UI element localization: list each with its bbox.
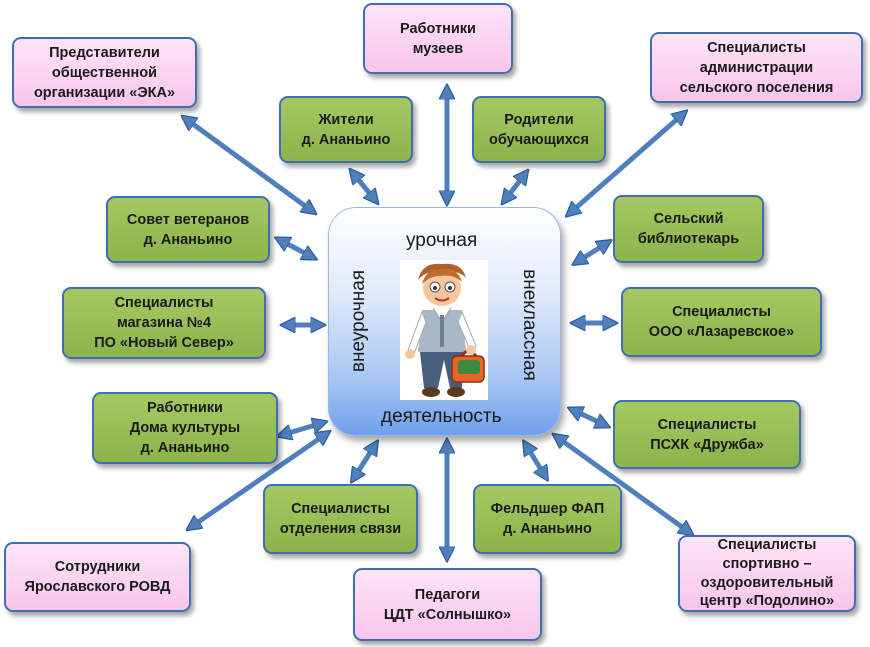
box-pshk-specialists: Специалисты ПСХК «Дружба» [613, 400, 801, 469]
center-right-label: внеклассная [519, 269, 540, 381]
box-residents: Жители д. Ананьино [279, 96, 413, 163]
box-veterans-council: Совет ветеранов д. Ананьино [106, 196, 270, 263]
arrow-fap [526, 445, 545, 476]
box-post-office-specialists: Специалисты отделения связи [263, 484, 418, 554]
box-sport-center-specialists: Специалисты спортивно – оздоровительный … [678, 535, 856, 612]
box-paramedic: Фельдшер ФАП д. Ананьино [473, 484, 622, 554]
box-lazarevskoe-specialists: Специалисты ООО «Лазаревское» [621, 287, 822, 357]
box-administration-specialists: Специалисты администрации сельского посе… [650, 32, 863, 103]
box-shop-specialists: Специалисты магазина №4 ПО «Новый Север» [62, 287, 266, 359]
arrow-residents [353, 173, 375, 200]
box-rovd-staff: Сотрудники Ярославского РОВД [4, 542, 191, 612]
activity-center: урочная деятельность внеурочная внекласс… [328, 207, 561, 436]
arrow-admin [570, 114, 683, 213]
box-eka-representatives: Представители общественной организации «… [12, 37, 197, 108]
arrow-rovd [191, 434, 326, 527]
center-top-label: урочная [406, 230, 478, 251]
box-village-librarian: Сельский библиотекарь [613, 195, 764, 263]
box-culture-house-workers: Работники Дома культуры д. Ананьино [92, 392, 278, 464]
arrow-culture [282, 423, 322, 435]
arrow-library [577, 243, 607, 262]
box-parents: Родители обучающихся [472, 96, 606, 163]
arrow-veterans [280, 240, 312, 257]
schoolboy-illustration [400, 260, 488, 400]
center-left-label: внеурочная [348, 269, 369, 373]
arrow-parents [505, 174, 525, 200]
schoolboy-icon [405, 263, 485, 397]
box-cdt-teachers: Педагоги ЦДТ «Солнышко» [353, 568, 542, 641]
arrow-rep [186, 119, 312, 211]
arrow-post [354, 445, 375, 478]
arrow-pshk [573, 410, 605, 425]
box-museum-workers: Работники музеев [363, 3, 513, 74]
arrow-sport [557, 437, 689, 532]
center-bottom-label: деятельность [381, 406, 502, 427]
